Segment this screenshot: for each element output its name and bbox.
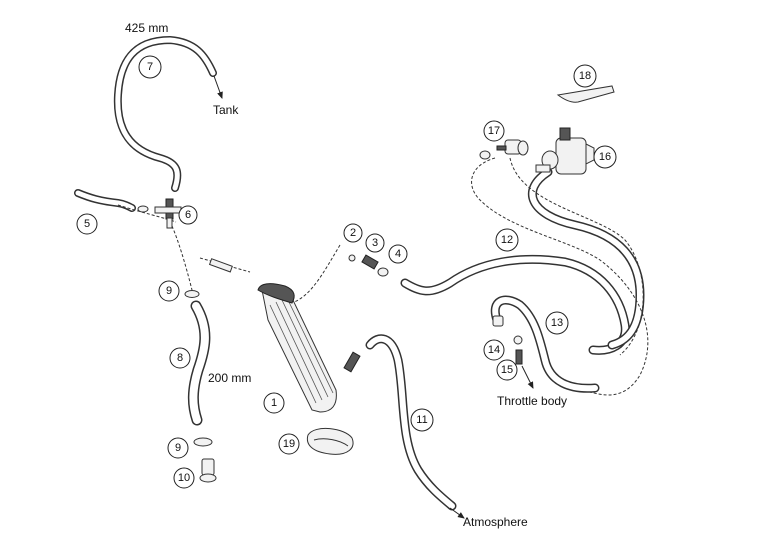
svg-text:17: 17 xyxy=(488,125,500,137)
callout-19: 19 xyxy=(278,433,300,455)
connector-17 xyxy=(496,139,529,156)
callout-10: 10 xyxy=(173,467,195,489)
cap-19 xyxy=(306,427,354,455)
svg-text:2: 2 xyxy=(350,227,356,239)
svg-text:3: 3 xyxy=(372,237,378,249)
tank-label: Tank xyxy=(213,103,239,117)
svg-text:6: 6 xyxy=(185,209,191,221)
svg-text:19: 19 xyxy=(283,438,295,450)
svg-text:1: 1 xyxy=(271,397,277,409)
svg-text:10: 10 xyxy=(178,472,190,484)
fitting-10 xyxy=(199,458,217,483)
callout-2: 2 xyxy=(343,223,363,243)
svg-text:12: 12 xyxy=(501,234,513,246)
svg-text:18: 18 xyxy=(579,70,591,82)
svg-text:14: 14 xyxy=(488,344,500,356)
callout-1: 1 xyxy=(263,392,285,414)
callout-9b: 9 xyxy=(167,437,189,459)
hose-11 xyxy=(365,334,457,511)
callout-6: 6 xyxy=(178,205,198,225)
fittings-14-15 xyxy=(492,315,523,365)
svg-text:4: 4 xyxy=(395,248,401,260)
hose-8 xyxy=(187,300,211,426)
svg-text:8: 8 xyxy=(177,352,183,364)
callout-15: 15 xyxy=(496,359,518,381)
callout-13: 13 xyxy=(545,311,569,335)
callout-18: 18 xyxy=(573,64,597,88)
valve-parts xyxy=(208,254,379,373)
callout-8: 8 xyxy=(169,347,191,369)
callout-12: 12 xyxy=(495,228,519,252)
svg-text:5: 5 xyxy=(84,218,90,230)
svg-text:13: 13 xyxy=(551,317,563,329)
svg-text:11: 11 xyxy=(416,414,427,426)
canister-1 xyxy=(257,283,337,413)
atmosphere-label: Atmosphere xyxy=(463,515,528,529)
svg-text:15: 15 xyxy=(501,364,513,376)
callout-7: 7 xyxy=(138,55,162,79)
purge-valve-16 xyxy=(535,127,595,175)
t-fitting-6 xyxy=(154,198,182,229)
svg-text:7: 7 xyxy=(147,61,153,73)
clamps xyxy=(137,150,523,447)
throttle-body-label: Throttle body xyxy=(497,394,567,408)
svg-text:9: 9 xyxy=(166,285,172,297)
bracket-18 xyxy=(556,85,615,103)
svg-text:16: 16 xyxy=(599,151,611,163)
hose-7 xyxy=(113,36,217,192)
callout-16: 16 xyxy=(593,145,617,169)
callout-14: 14 xyxy=(483,339,505,361)
hose-5 xyxy=(74,189,136,212)
callout-9a: 9 xyxy=(158,280,180,302)
hose7-length-label: 425 mm xyxy=(125,21,168,35)
callout-11: 11 xyxy=(410,408,434,432)
svg-text:9: 9 xyxy=(175,442,181,454)
hose8-length-label: 200 mm xyxy=(208,371,251,385)
leader-arrows xyxy=(213,75,534,519)
callout-17: 17 xyxy=(483,120,505,142)
callout-3: 3 xyxy=(365,233,385,253)
callout-4: 4 xyxy=(388,244,408,264)
hose-16-line xyxy=(527,167,645,350)
hose-13 xyxy=(490,295,600,393)
callout-5: 5 xyxy=(76,213,98,235)
